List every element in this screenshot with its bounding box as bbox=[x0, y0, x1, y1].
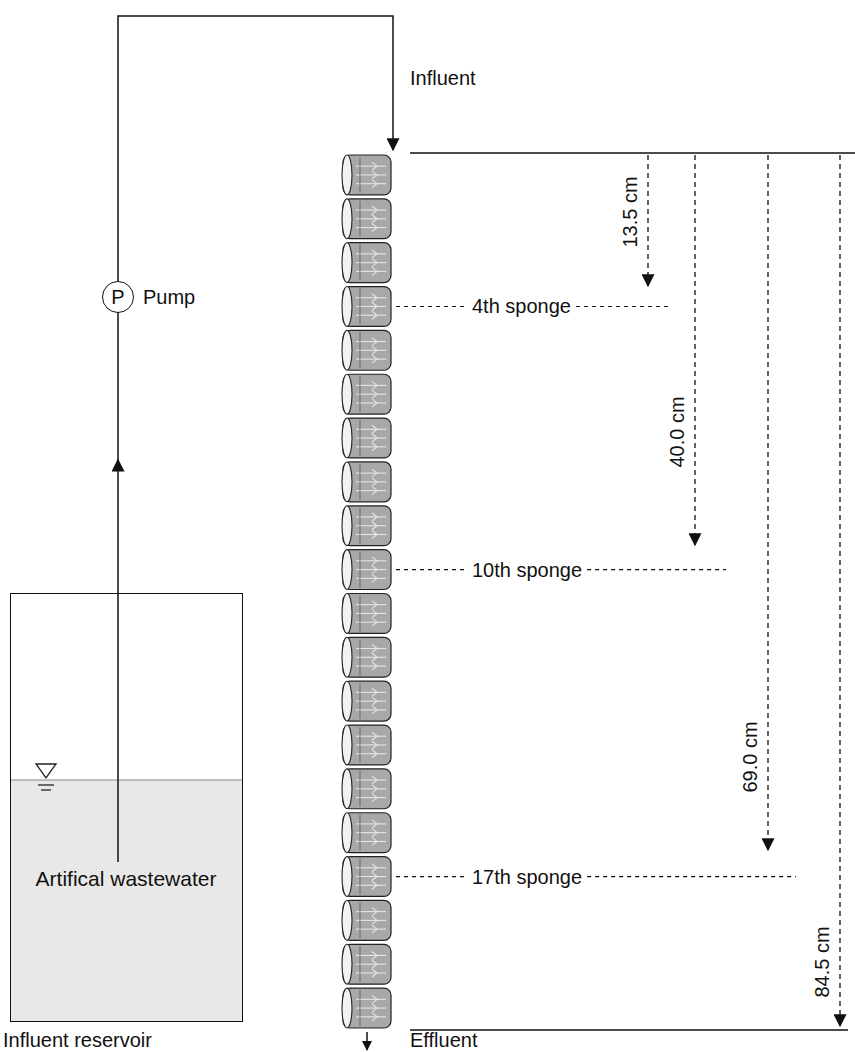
pump-circle: PPump bbox=[102, 281, 134, 313]
effluent-arrow bbox=[366, 1032, 368, 1050]
content-label: Artifical wastewater bbox=[31, 866, 221, 891]
sponge bbox=[342, 944, 391, 984]
water-surface bbox=[11, 779, 242, 780]
pump-symbol: P bbox=[103, 285, 133, 309]
sponge bbox=[342, 199, 391, 239]
water bbox=[11, 780, 242, 1021]
sponge bbox=[342, 637, 391, 677]
leader-line bbox=[396, 569, 466, 570]
dimension-label: 40.0 cm bbox=[665, 396, 689, 467]
leader-line bbox=[396, 306, 466, 307]
sponge bbox=[342, 155, 391, 195]
sponge bbox=[342, 769, 391, 809]
sponge bbox=[342, 418, 391, 458]
dimension-label: 84.5 cm bbox=[810, 926, 834, 997]
reservoir-tank: Artifical wastewaterInfluent reservoir bbox=[10, 593, 243, 1022]
sponge bbox=[342, 988, 391, 1028]
dimension-arrows bbox=[648, 155, 840, 1026]
sponge bbox=[342, 857, 391, 897]
sponge bbox=[342, 725, 391, 765]
flow-label: Influent bbox=[410, 66, 476, 90]
sponge bbox=[342, 900, 391, 940]
leader-line bbox=[396, 876, 466, 877]
top-reference bbox=[410, 152, 855, 154]
leader-line bbox=[587, 876, 796, 877]
sponge-label: 17th sponge bbox=[472, 865, 582, 889]
sponge bbox=[342, 243, 391, 283]
sponge bbox=[342, 550, 391, 590]
sponge bbox=[342, 594, 391, 634]
flow-label: Effluent bbox=[410, 1028, 477, 1052]
sponge bbox=[342, 506, 391, 546]
sponge bbox=[342, 330, 391, 370]
dimension-label: 69.0 cm bbox=[738, 721, 762, 792]
sponge bbox=[342, 681, 391, 721]
pipe-connector bbox=[117, 313, 119, 593]
sponge-column bbox=[342, 155, 391, 1028]
water-level-symbol bbox=[36, 764, 56, 790]
tank-label: Influent reservoir bbox=[3, 1028, 152, 1052]
sponge-label: 4th sponge bbox=[472, 294, 571, 318]
sponge bbox=[342, 374, 391, 414]
dimension-label: 13.5 cm bbox=[618, 176, 642, 247]
leader-line bbox=[576, 306, 668, 307]
leader-lines bbox=[396, 306, 796, 876]
suction-pipe bbox=[117, 594, 119, 862]
sponge-label: 10th sponge bbox=[472, 558, 582, 582]
sponge bbox=[342, 462, 391, 502]
feed-pipe bbox=[118, 16, 393, 281]
sponge bbox=[342, 287, 391, 327]
sponge bbox=[342, 813, 391, 853]
pump-label: Pump bbox=[143, 285, 195, 309]
leader-line bbox=[587, 569, 726, 570]
